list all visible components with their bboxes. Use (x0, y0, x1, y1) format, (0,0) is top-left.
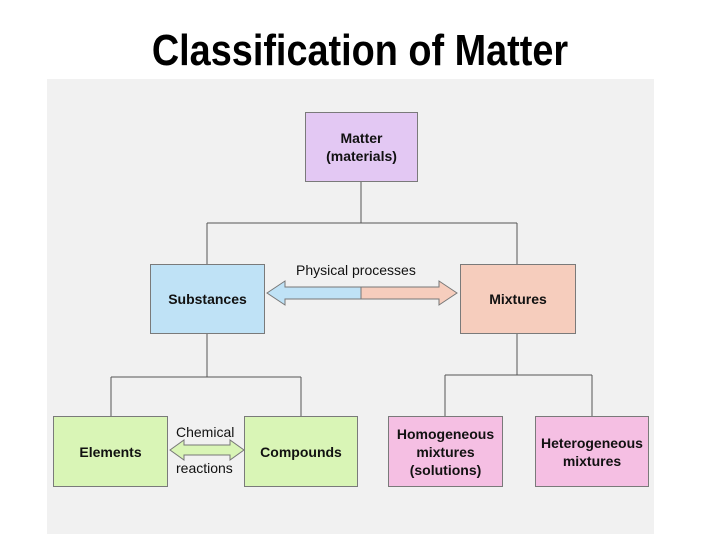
substances-node: Substances (150, 264, 265, 334)
page-title: Classification of Matter (151, 26, 569, 75)
chemical-reactions-arrow (169, 439, 245, 461)
mixtures-node: Mixtures (460, 264, 576, 334)
physical-processes-arrow (266, 280, 458, 306)
chemical-label: Chemical (176, 424, 235, 440)
elements-node: Elements (53, 416, 168, 487)
matter-node: Matter (materials) (305, 112, 418, 182)
physical-processes-label: Physical processes (296, 262, 416, 278)
homogeneous-mixtures-node: Homogeneous mixtures (solutions) (388, 416, 503, 487)
compounds-node: Compounds (244, 416, 358, 487)
reactions-label: reactions (176, 460, 233, 476)
heterogeneous-mixtures-node: Heterogeneous mixtures (535, 416, 649, 487)
